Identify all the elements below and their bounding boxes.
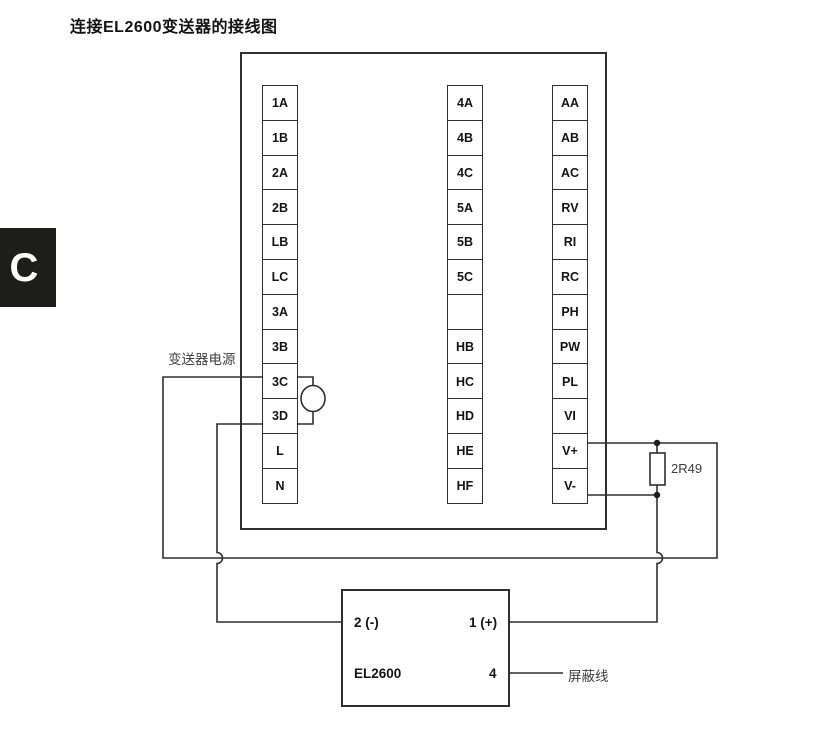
terminal-cell: HE [447, 432, 483, 470]
terminal-cell: 2B [262, 189, 298, 226]
el2600-device-box: 2 (-) 1 (+) EL2600 4 [341, 589, 510, 707]
terminal-cell: RC [552, 258, 588, 296]
terminal-cell: HD [447, 398, 483, 435]
device-terminal-pos: 1 (+) [469, 615, 498, 630]
terminal-cell: L [262, 432, 298, 470]
terminal-cell: 3C [262, 363, 298, 400]
terminal-cell: RV [552, 189, 588, 226]
terminal-cell: 5A [447, 189, 483, 226]
section-tab-letter: C [9, 245, 39, 290]
section-tab: C [0, 228, 56, 307]
terminal-cell: 2A [262, 154, 298, 191]
junction-dot [653, 439, 661, 447]
terminal-cell: V- [552, 467, 588, 505]
device-model-label: EL2600 [354, 666, 402, 681]
terminal-cell: 5C [447, 258, 483, 296]
resistor-value-label: 2R49 [671, 461, 703, 476]
terminal-cell: AB [552, 119, 588, 157]
junction-dot [653, 491, 661, 499]
terminal-cell: 3D [262, 398, 298, 435]
terminal-cell: HB [447, 328, 483, 365]
terminal-cell: 4B [447, 119, 483, 157]
terminal-cell: 4A [447, 85, 483, 122]
terminal-enclosure-box [240, 52, 607, 530]
transmitter-power-label: 变送器电源 [168, 352, 236, 367]
terminal-cell: V+ [552, 432, 588, 470]
terminal-cell: 3B [262, 328, 298, 365]
terminal-cell: AC [552, 154, 588, 191]
terminal-cell: 5B [447, 224, 483, 261]
wire-3c-power-loop [162, 376, 718, 559]
terminal-cell: 1A [262, 85, 298, 122]
wire-3d-to-device-neg [216, 423, 341, 623]
terminal-cell: VI [552, 398, 588, 435]
terminal-cell: HC [447, 363, 483, 400]
power-symbol-circle [300, 384, 326, 413]
terminal-cell: PH [552, 293, 588, 331]
terminal-cell: PL [552, 363, 588, 400]
shield-wire-label: 屏蔽线 [568, 669, 609, 684]
terminal-cell: RI [552, 224, 588, 261]
resistor-symbol [649, 452, 666, 486]
device-terminal-neg: 2 (-) [354, 615, 379, 630]
device-terminal-shield: 4 [489, 666, 497, 681]
terminal-cell: AA [552, 85, 588, 122]
terminal-cell: 4C [447, 154, 483, 191]
page-title: 连接EL2600变送器的接线图 [70, 19, 278, 36]
terminal-cell: PW [552, 328, 588, 365]
terminal-cell: 1B [262, 119, 298, 157]
terminal-cell: LC [262, 258, 298, 296]
terminal-cell: HF [447, 467, 483, 505]
terminal-cell [447, 293, 483, 331]
terminal-cell: 3A [262, 293, 298, 331]
terminal-cell: N [262, 467, 298, 505]
terminal-cell: LB [262, 224, 298, 261]
power-symbol-connectors [298, 376, 314, 425]
